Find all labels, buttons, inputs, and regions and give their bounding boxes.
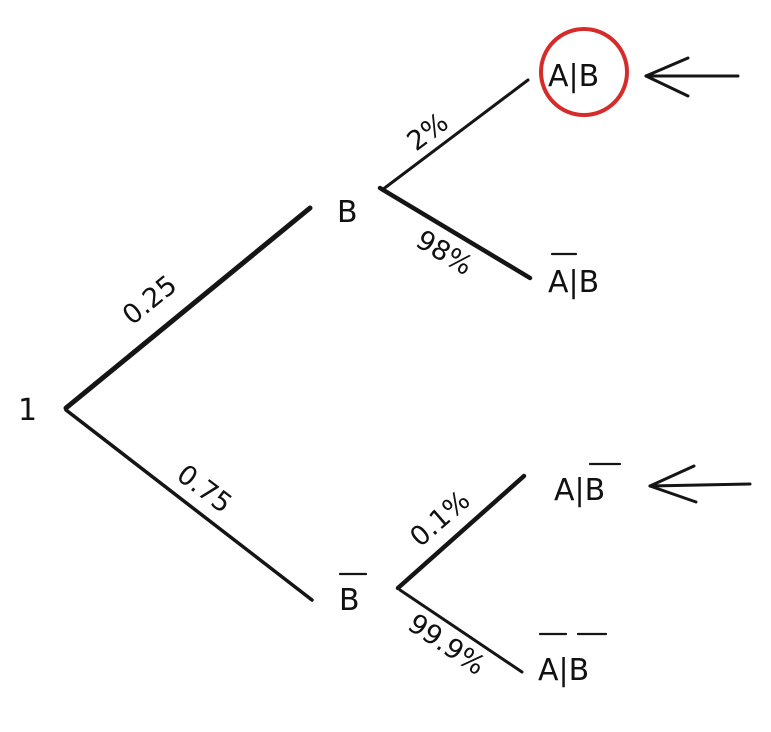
highlight-circle bbox=[539, 27, 629, 117]
prob-a-given-b: 2% bbox=[402, 107, 455, 158]
arrow-icon bbox=[644, 56, 740, 98]
prob-not-a-given-not-b: 99.9% bbox=[402, 608, 490, 682]
arrow-icon bbox=[648, 464, 752, 504]
outcome-a-given-not-b: A|B bbox=[554, 462, 622, 508]
branch-root-to-not-b bbox=[64, 408, 314, 602]
svg-text:A|B: A|B bbox=[548, 59, 599, 94]
prob-a-given-not-b: 0.1% bbox=[404, 485, 476, 553]
svg-text:A|B: A|B bbox=[554, 473, 605, 508]
outcome-not-a-given-b: A|B bbox=[548, 252, 599, 300]
branch-root-to-b bbox=[63, 205, 313, 411]
branch-b-to-not-a bbox=[377, 185, 533, 281]
node-b: B bbox=[337, 195, 358, 230]
node-not-b: B bbox=[338, 572, 368, 618]
svg-text:A|B: A|B bbox=[538, 653, 589, 688]
prob-not-b: 0.75 bbox=[171, 459, 238, 520]
prob-not-a-given-b: 98% bbox=[410, 224, 477, 281]
root-label: 1 bbox=[18, 393, 37, 428]
branch-b-to-a bbox=[380, 78, 530, 192]
outcome-a-given-b: A|B bbox=[539, 27, 629, 117]
branch-not-b-to-a bbox=[395, 473, 527, 591]
svg-text:B: B bbox=[339, 583, 360, 618]
svg-text:A|B: A|B bbox=[548, 265, 599, 300]
branch-not-b-to-not-a bbox=[398, 588, 524, 674]
outcome-not-a-given-not-b: A|B bbox=[538, 632, 608, 688]
